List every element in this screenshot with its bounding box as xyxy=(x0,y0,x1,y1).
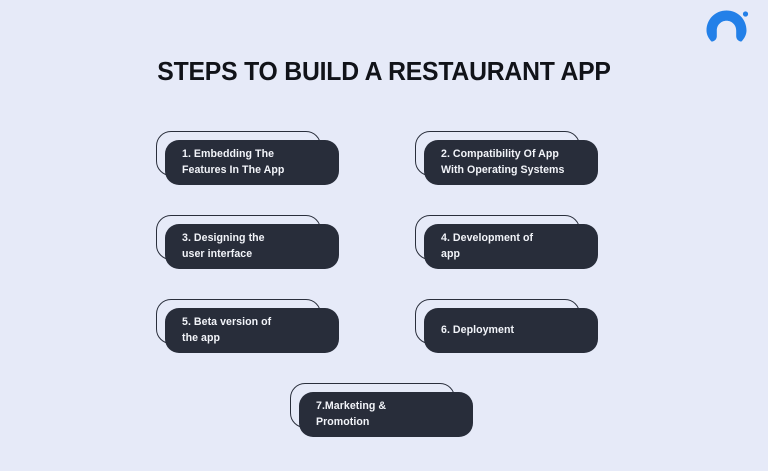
step-card-label: 4. Development of app xyxy=(441,232,534,260)
step-card-panel: 6. Deployment xyxy=(424,308,598,353)
step-card-5[interactable]: 5. Beta version of the app xyxy=(156,299,339,353)
step-card-panel: 4. Development of app xyxy=(424,224,598,269)
step-card-2[interactable]: 2. Compatibility Of App With Operating S… xyxy=(415,131,598,185)
step-card-1[interactable]: 1. Embedding The Features In The App xyxy=(156,131,339,185)
step-card-panel: 3. Designing the user interface xyxy=(165,224,339,269)
step-card-label: 7.Marketing & Promotion xyxy=(316,400,387,428)
step-card-panel: 7.Marketing & Promotion xyxy=(299,392,473,437)
step-card-6[interactable]: 6. Deployment xyxy=(415,299,598,353)
step-card-4[interactable]: 4. Development of app xyxy=(415,215,598,269)
step-card-panel: 1. Embedding The Features In The App xyxy=(165,140,339,185)
step-card-panel: 2. Compatibility Of App With Operating S… xyxy=(424,140,598,185)
page-title: STEPS TO BUILD A RESTAURANT APP xyxy=(157,58,611,86)
step-card-3[interactable]: 3. Designing the user interface xyxy=(156,215,339,269)
brand-logo xyxy=(704,8,750,44)
logo-dot-icon xyxy=(742,11,749,17)
step-card-label: 6. Deployment xyxy=(441,323,515,336)
step-card-7[interactable]: 7.Marketing & Promotion xyxy=(290,383,473,437)
step-card-label: 2. Compatibility Of App With Operating S… xyxy=(441,148,565,176)
step-card-panel: 5. Beta version of the app xyxy=(165,308,339,353)
step-card-label: 3. Designing the user interface xyxy=(182,232,265,260)
step-card-label: 1. Embedding The Features In The App xyxy=(182,148,285,176)
step-card-label: 5. Beta version of the app xyxy=(182,316,272,344)
arch-logo-icon xyxy=(706,10,749,42)
